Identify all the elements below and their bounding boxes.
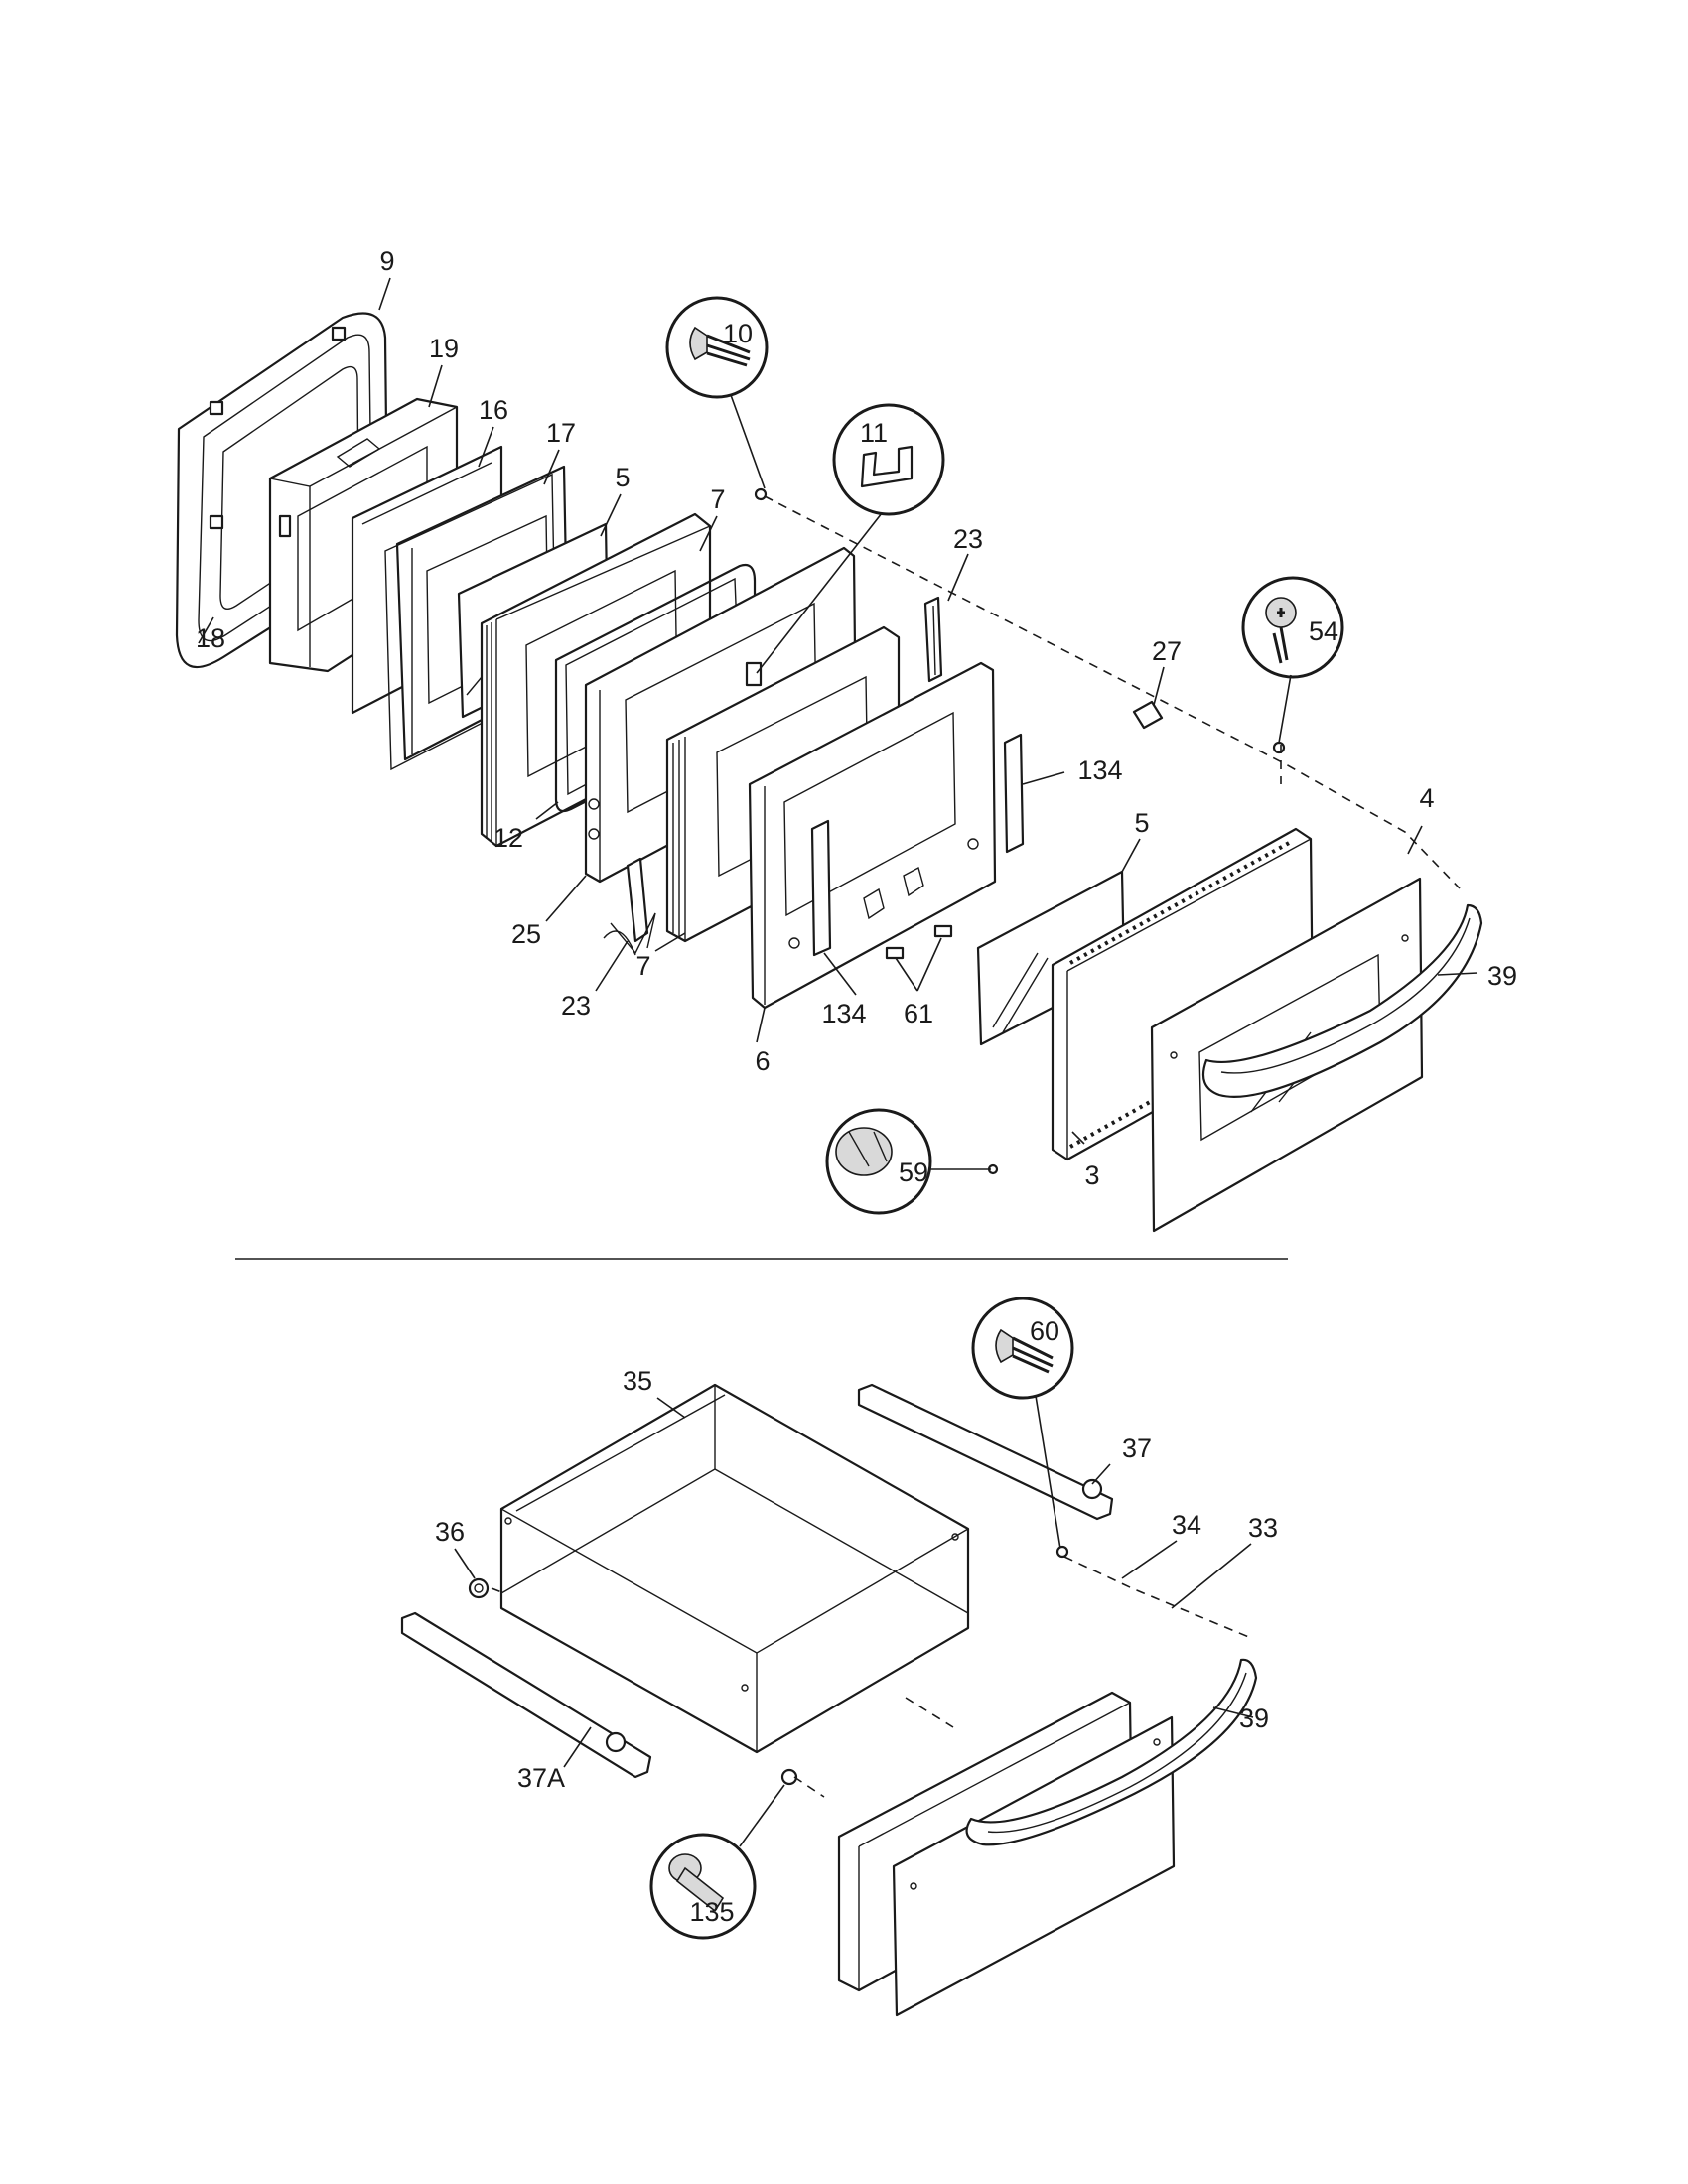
part-labels: 9 19 16 17 5 7 18 12 25 23 7 10 11 23 27… (196, 246, 1517, 1927)
label-33: 33 (1248, 1513, 1278, 1543)
label-6: 6 (755, 1046, 770, 1076)
label-5-lower: 5 (1134, 808, 1149, 838)
glide-135-part (780, 1768, 798, 1786)
label-134-right: 134 (1077, 755, 1122, 785)
part-36-roller (468, 1577, 490, 1599)
part-37-drawer-slide (857, 1383, 1114, 1521)
label-9: 9 (379, 246, 394, 276)
label-17: 17 (546, 418, 576, 448)
label-134-left: 134 (821, 999, 866, 1028)
screw-10-part (754, 487, 768, 501)
part-39-door-handle-upper (1201, 903, 1483, 1098)
assembly-line-upper (764, 495, 1461, 889)
label-135: 135 (689, 1897, 734, 1927)
callout-11-clip (756, 403, 945, 674)
part-27-spacer (1132, 700, 1164, 730)
callout-135-glide (649, 1784, 785, 1940)
part-134-bracket-left (810, 819, 832, 957)
label-39-upper: 39 (1487, 961, 1517, 991)
label-4: 4 (1419, 783, 1434, 813)
label-16: 16 (479, 395, 508, 425)
label-12: 12 (493, 823, 523, 853)
label-36: 36 (435, 1517, 465, 1547)
label-10: 10 (723, 319, 753, 348)
callout-59-plug (825, 1108, 991, 1215)
callout-10-screw (665, 296, 769, 489)
part-134-bracket-right (1003, 733, 1025, 854)
part-35-drawer-body (499, 1383, 970, 1754)
label-18: 18 (196, 623, 225, 653)
part-6-outer-door-frame (748, 661, 997, 1010)
label-23-lower: 23 (561, 991, 591, 1021)
assembly-line-drawer (491, 1556, 1252, 1798)
label-34: 34 (1172, 1510, 1201, 1540)
label-11: 11 (860, 418, 888, 448)
label-60: 60 (1030, 1316, 1059, 1346)
label-37A: 37A (517, 1763, 565, 1793)
label-5-upper: 5 (615, 463, 630, 492)
label-7-upper: 7 (710, 484, 725, 514)
label-59: 59 (899, 1158, 928, 1187)
label-25: 25 (511, 919, 541, 949)
part-23-hinge-right (923, 596, 943, 683)
part-37A-drawer-slide (400, 1611, 652, 1779)
label-35: 35 (623, 1366, 652, 1396)
callout-54-screw (1241, 576, 1344, 744)
label-19: 19 (429, 334, 459, 363)
screw-54-part (1272, 741, 1286, 754)
label-23-upper: 23 (953, 524, 983, 554)
screw-60-part (1055, 1545, 1069, 1559)
label-54: 54 (1309, 616, 1338, 646)
part-23-hinge-left (603, 857, 656, 956)
label-7-lower: 7 (635, 951, 650, 981)
part-39-drawer-handle (965, 1658, 1258, 1846)
label-61: 61 (904, 999, 933, 1028)
callout-60-screw (971, 1297, 1074, 1550)
label-27: 27 (1152, 636, 1182, 666)
label-39-lower: 39 (1239, 1704, 1269, 1733)
label-37: 37 (1122, 1433, 1152, 1463)
part-61-clips (885, 924, 953, 960)
label-3: 3 (1084, 1160, 1099, 1190)
